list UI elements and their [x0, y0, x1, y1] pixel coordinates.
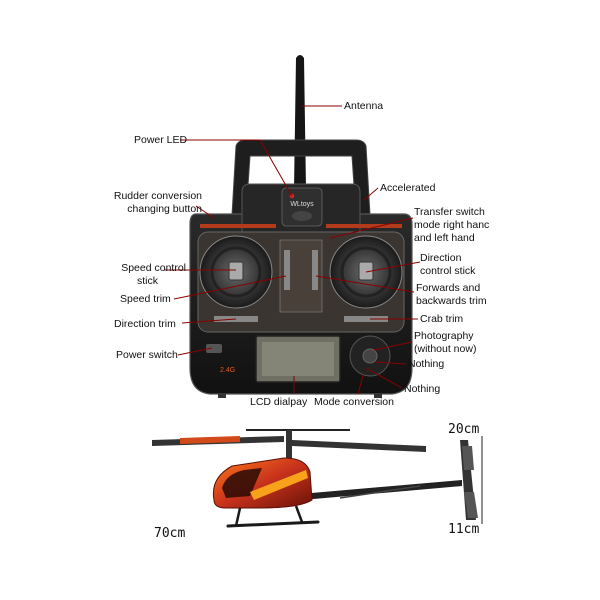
label-transfer-line-1: Transfer switch — [414, 206, 485, 218]
left-gimbal-ring — [210, 246, 262, 298]
tail-boom — [300, 480, 462, 500]
leader-mode — [357, 371, 365, 395]
leader-power-switch — [177, 347, 213, 356]
label-power-led: Power LED — [134, 134, 188, 146]
crab-trim-switch — [344, 316, 388, 322]
label-transfer-switch: Transfer switch mode right hanc and left… — [414, 206, 489, 245]
leader-rudder — [195, 205, 215, 219]
leader-lines — [164, 105, 421, 395]
dimension-length: 70cm — [154, 526, 186, 541]
label-direction-line-2: control stick — [420, 265, 476, 277]
label-nothing-2: Nothing — [404, 383, 441, 395]
label-forwards-trim: Forwards and backwards trim — [416, 282, 487, 308]
helicopter — [152, 429, 478, 528]
label-photography: Photography (without now) — [414, 330, 476, 356]
label-rudder-line-2: changing button — [127, 203, 202, 215]
leader-speed-trim — [173, 275, 287, 300]
leader-nothing-1 — [375, 361, 407, 365]
lcd-inner — [262, 342, 334, 376]
label-transfer-line-2: mode right hanc — [414, 219, 490, 231]
center-trim-panel — [279, 239, 323, 313]
label-direction-control: Direction control stick — [420, 252, 475, 278]
canopy-window — [222, 468, 262, 498]
label-forwards-line-2: backwards trim — [416, 295, 487, 307]
label-nothing-1: Nothing — [408, 358, 445, 370]
tail-strut — [339, 485, 421, 499]
label-speed-trim: Speed trim — [120, 293, 171, 305]
leader-forwards-trim — [315, 275, 415, 293]
antenna — [294, 55, 306, 190]
label-power-switch: Power switch — [116, 349, 178, 361]
label-photography-line-2: (without now) — [414, 343, 477, 355]
label-accelerated: Accelerated — [380, 182, 436, 194]
label-speed-control: Speed control stick — [96, 262, 186, 288]
label-mode-conversion: Mode conversion — [314, 396, 394, 408]
main-rotor-right — [292, 440, 426, 452]
label-rudder-line-1: Rudder conversion — [113, 190, 202, 202]
label-rudder-conversion: Rudder conversion changing button — [96, 190, 202, 216]
skid-strut-front — [234, 507, 242, 527]
label-direction-line-1: Direction — [420, 252, 462, 264]
transmitter: WLtoys 2.4G — [189, 55, 413, 398]
power-switch — [206, 344, 222, 353]
right-stripe — [326, 224, 402, 228]
skid-strut-rear — [294, 505, 304, 523]
leader-direction-trim — [181, 318, 237, 324]
speed-control-stick — [228, 261, 244, 281]
canopy-stripe — [250, 470, 308, 500]
leader-nothing-2 — [365, 367, 403, 389]
dimension-width: 11cm — [448, 522, 480, 537]
band-text: 2.4G — [220, 367, 235, 374]
tail-rotor-blade-bottom — [464, 492, 478, 518]
dimension-height: 20cm — [448, 422, 480, 437]
right-gimbal-ring — [340, 246, 392, 298]
leader-power-led — [180, 139, 293, 197]
leader-transfer — [329, 217, 414, 239]
landing-skid — [226, 520, 320, 528]
brand-emblem — [292, 211, 312, 221]
left-stripe — [200, 224, 276, 228]
tail-rotor-blade-top — [462, 446, 474, 470]
label-speed-control-line-2: stick — [137, 275, 158, 287]
left-foot — [218, 394, 226, 398]
mode-conversion-center — [362, 348, 378, 364]
leader-photography — [373, 341, 413, 351]
label-photography-line-1: Photography — [414, 330, 474, 342]
speed-trim-switch — [284, 250, 290, 290]
leader-accelerated — [363, 187, 379, 201]
brand-text: WLtoys — [290, 201, 314, 208]
forward-trim-switch — [312, 250, 318, 290]
label-transfer-line-3: and left hand — [414, 232, 475, 244]
label-antenna: Antenna — [344, 100, 384, 112]
label-crab-trim: Crab trim — [420, 313, 464, 325]
rotor-shaft — [286, 430, 292, 466]
right-foot — [374, 394, 382, 398]
main-rotor-left-tip — [180, 436, 240, 444]
label-speed-control-line-1: Speed control — [121, 262, 186, 274]
label-lcd-display: LCD dialpay — [250, 396, 308, 408]
label-forwards-line-1: Forwards and — [416, 282, 481, 294]
leader-direction-control — [365, 261, 421, 273]
label-direction-trim: Direction trim — [114, 318, 176, 330]
